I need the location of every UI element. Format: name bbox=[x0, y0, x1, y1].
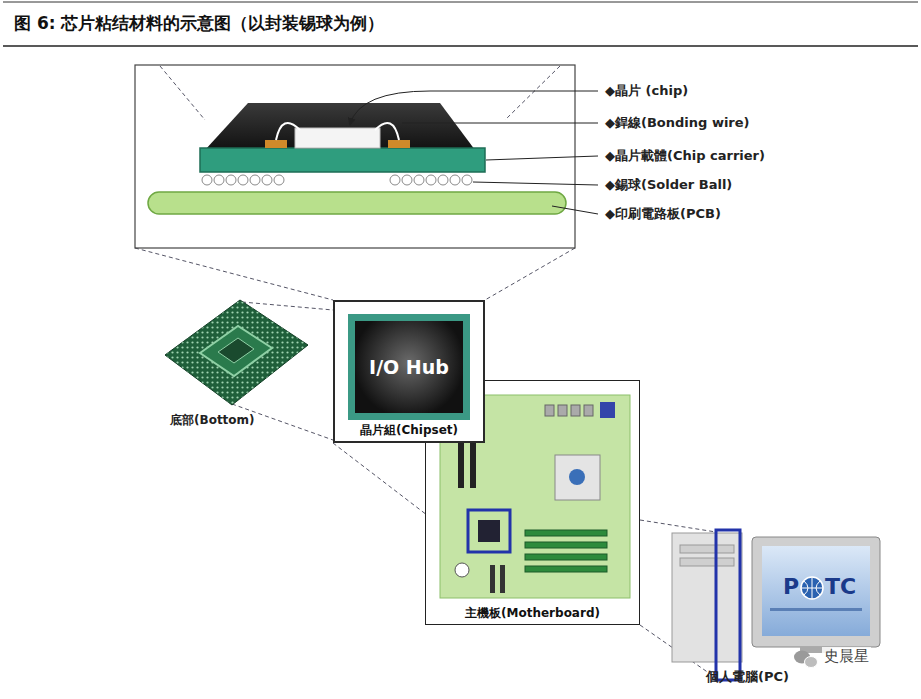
rule bbox=[3, 45, 918, 47]
pc bbox=[672, 530, 880, 680]
node-label: 晶片組(Chipset) bbox=[360, 423, 458, 437]
watermark-wrap: 史晨星 bbox=[822, 647, 871, 666]
zoom-frame bbox=[135, 65, 575, 248]
rule bbox=[3, 2, 918, 3]
logo-text-wrap: P bbox=[783, 574, 799, 599]
part-label: 個人電腦(PC) bbox=[706, 669, 789, 684]
leader-lines bbox=[350, 91, 598, 214]
logo-text: P bbox=[783, 574, 799, 599]
part-label: ◆印刷電路板(PCB) bbox=[605, 206, 721, 221]
part-label: ◆晶片 (chip) bbox=[605, 83, 688, 98]
part-label-wrap: ◆印刷電路板(PCB) bbox=[605, 205, 721, 223]
bga-chip bbox=[165, 300, 308, 405]
node-text-wrap: I/O Hub bbox=[355, 356, 463, 378]
part-label-wrap: 個人電腦(PC) bbox=[706, 668, 789, 686]
part-label: 底部(Bottom) bbox=[170, 413, 255, 427]
part-label-wrap: 底部(Bottom) bbox=[170, 412, 255, 429]
chipset-box: 晶片組(Chipset) I/O Hub bbox=[333, 300, 485, 443]
node-text-wrap: 晶片組(Chipset) bbox=[335, 422, 483, 439]
figure-title: 图 6: 芯片粘结材料的示意图（以封装锡球为例） bbox=[14, 13, 384, 33]
part-label: ◆晶片載體(Chip carrier) bbox=[605, 148, 765, 163]
part-label-wrap: ◆晶片 (chip) bbox=[605, 82, 688, 100]
part-label-wrap: ◆晶片載體(Chip carrier) bbox=[605, 147, 765, 165]
chip-body: I/O Hub bbox=[348, 314, 470, 420]
logo-text: TC bbox=[825, 574, 856, 599]
node-label: 主機板(Motherboard) bbox=[465, 606, 600, 620]
watermark: 史晨星 bbox=[824, 647, 869, 665]
part-label: ◆銲線(Bonding wire) bbox=[605, 115, 750, 130]
title-wrap: 图 6: 芯片粘结材料的示意图（以封装锡球为例） bbox=[14, 12, 384, 35]
part-label-wrap: ◆銲線(Bonding wire) bbox=[605, 114, 750, 132]
logo-text-wrap: TC bbox=[825, 574, 856, 599]
node-label: I/O Hub bbox=[369, 356, 449, 378]
part-label: ◆錫球(Solder Ball) bbox=[605, 177, 732, 192]
node-text-wrap: 主機板(Motherboard) bbox=[426, 605, 639, 622]
package-section bbox=[148, 103, 566, 214]
part-label-wrap: ◆錫球(Solder Ball) bbox=[605, 176, 732, 194]
